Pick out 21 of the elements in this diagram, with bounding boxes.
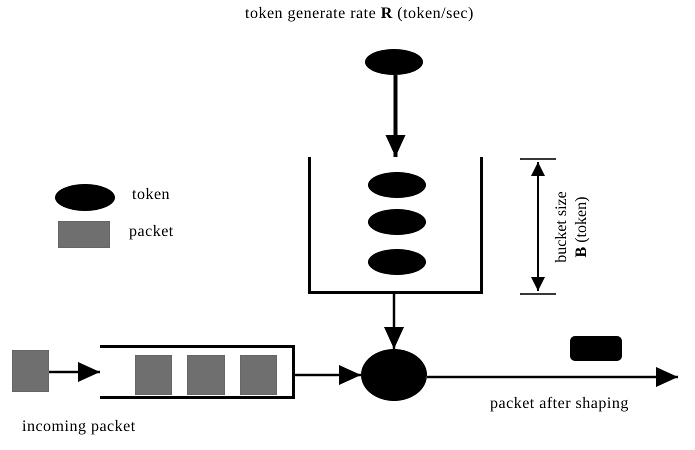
legend-label: packet — [129, 223, 174, 241]
packet-square — [187, 355, 225, 395]
token-ellipse — [368, 209, 426, 235]
token-ellipse — [368, 172, 426, 198]
packet-square — [240, 355, 277, 395]
bucket-container — [308, 157, 483, 294]
arrow — [49, 362, 100, 382]
arrow — [386, 75, 406, 157]
arrow — [295, 365, 361, 385]
node-label: incoming packet — [22, 418, 136, 436]
packet-square — [135, 355, 172, 395]
arrow — [384, 294, 404, 349]
node-label: packet after shaping — [490, 395, 629, 413]
shaped-packet — [570, 336, 622, 361]
token-ellipse — [368, 249, 426, 275]
packet-square — [12, 350, 49, 392]
node-label: token generate rate R (token/sec) — [245, 5, 474, 23]
legend-label: token — [132, 186, 170, 204]
token-ellipse — [365, 49, 423, 75]
arrow — [427, 367, 678, 387]
queue-buffer — [100, 345, 295, 399]
